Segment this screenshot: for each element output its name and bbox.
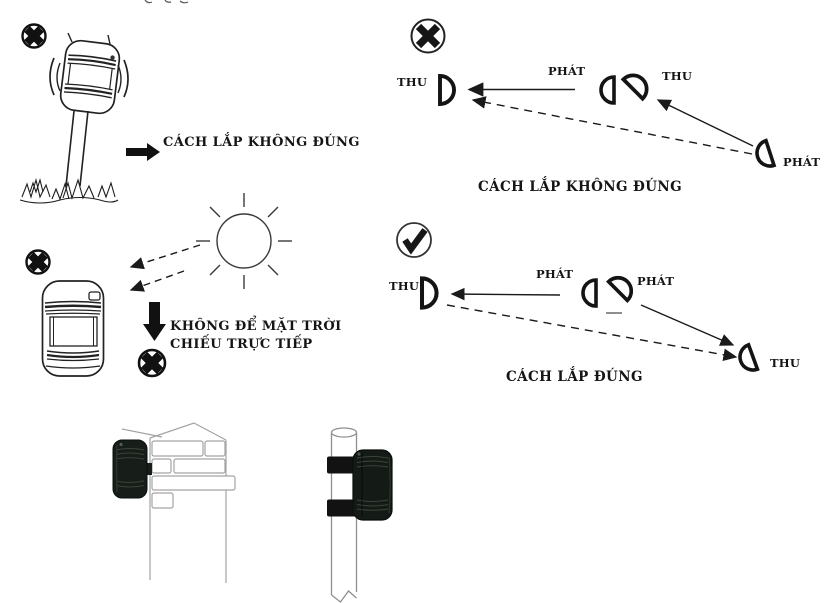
label-receiver: THU <box>770 356 801 370</box>
label-receiver: THU <box>662 69 693 83</box>
beam-arrow-solid <box>450 287 561 301</box>
crossed-circle-icon <box>23 25 46 48</box>
crossed-circle-icon <box>27 251 50 274</box>
receiver-lens-shape <box>422 278 437 307</box>
sun-warning-line2: CHIẾU TRỰC TIẾP <box>170 337 313 352</box>
grass <box>19 177 119 204</box>
down-arrow-icon <box>143 302 166 341</box>
beam-diagram-correct <box>422 270 760 376</box>
mounting-pole <box>65 110 89 187</box>
beam-arrow-dashed <box>471 96 753 155</box>
transmitter-lens-shape <box>599 75 616 105</box>
label-transmitter: PHÁT <box>536 267 574 281</box>
beam-sensor-device <box>352 449 393 521</box>
transmitter-lens-shape <box>751 138 776 172</box>
crossed-circle-icon <box>410 18 446 54</box>
wall-mount-sensor-illustration <box>112 422 236 583</box>
receiver-lens-shape <box>621 67 655 101</box>
caption-wrong-mount: CÁCH LẮP KHÔNG ĐÚNG <box>163 135 360 150</box>
receiver-lens-shape <box>438 74 456 106</box>
beam-sensor-device <box>112 439 148 499</box>
sun-illustration <box>196 193 292 289</box>
check-circle-icon <box>396 222 432 258</box>
label-receiver: THU <box>397 75 428 89</box>
receiver-lens-shape <box>734 342 760 376</box>
label-transmitter: PHÁT <box>548 64 586 78</box>
sensor-front-illustration <box>41 280 105 377</box>
transmitter-lens-shape <box>606 270 639 303</box>
mount-bracket <box>144 463 152 475</box>
pole-mount-sensor-illustration <box>327 427 393 603</box>
beam-arrow-solid <box>656 99 754 147</box>
sunlight-dashed-arrows <box>129 244 201 292</box>
label-receiver: THU <box>389 279 420 293</box>
beam-arrow-solid <box>640 304 735 346</box>
transmitter-lens-shape <box>581 278 598 308</box>
label-transmitter: PHÁT <box>783 155 821 169</box>
label-transmitter: PHÁT <box>637 274 675 288</box>
crossed-circle-icon <box>137 348 167 378</box>
right-arrow-icon <box>126 143 160 161</box>
sun-warning-line1: KHÔNG ĐỂ MẶT TRỜI <box>170 319 342 334</box>
page-crop-artifacts <box>144 0 189 4</box>
vibrating-sensor-illustration <box>19 32 129 204</box>
beam-arrow-dashed <box>446 304 738 361</box>
beam-diagram-incorrect <box>438 67 776 172</box>
caption-wrong-alignment: CÁCH LẮP KHÔNG ĐÚNG <box>478 179 683 195</box>
caption-correct-alignment: CÁCH LẮP ĐÚNG <box>506 369 643 385</box>
